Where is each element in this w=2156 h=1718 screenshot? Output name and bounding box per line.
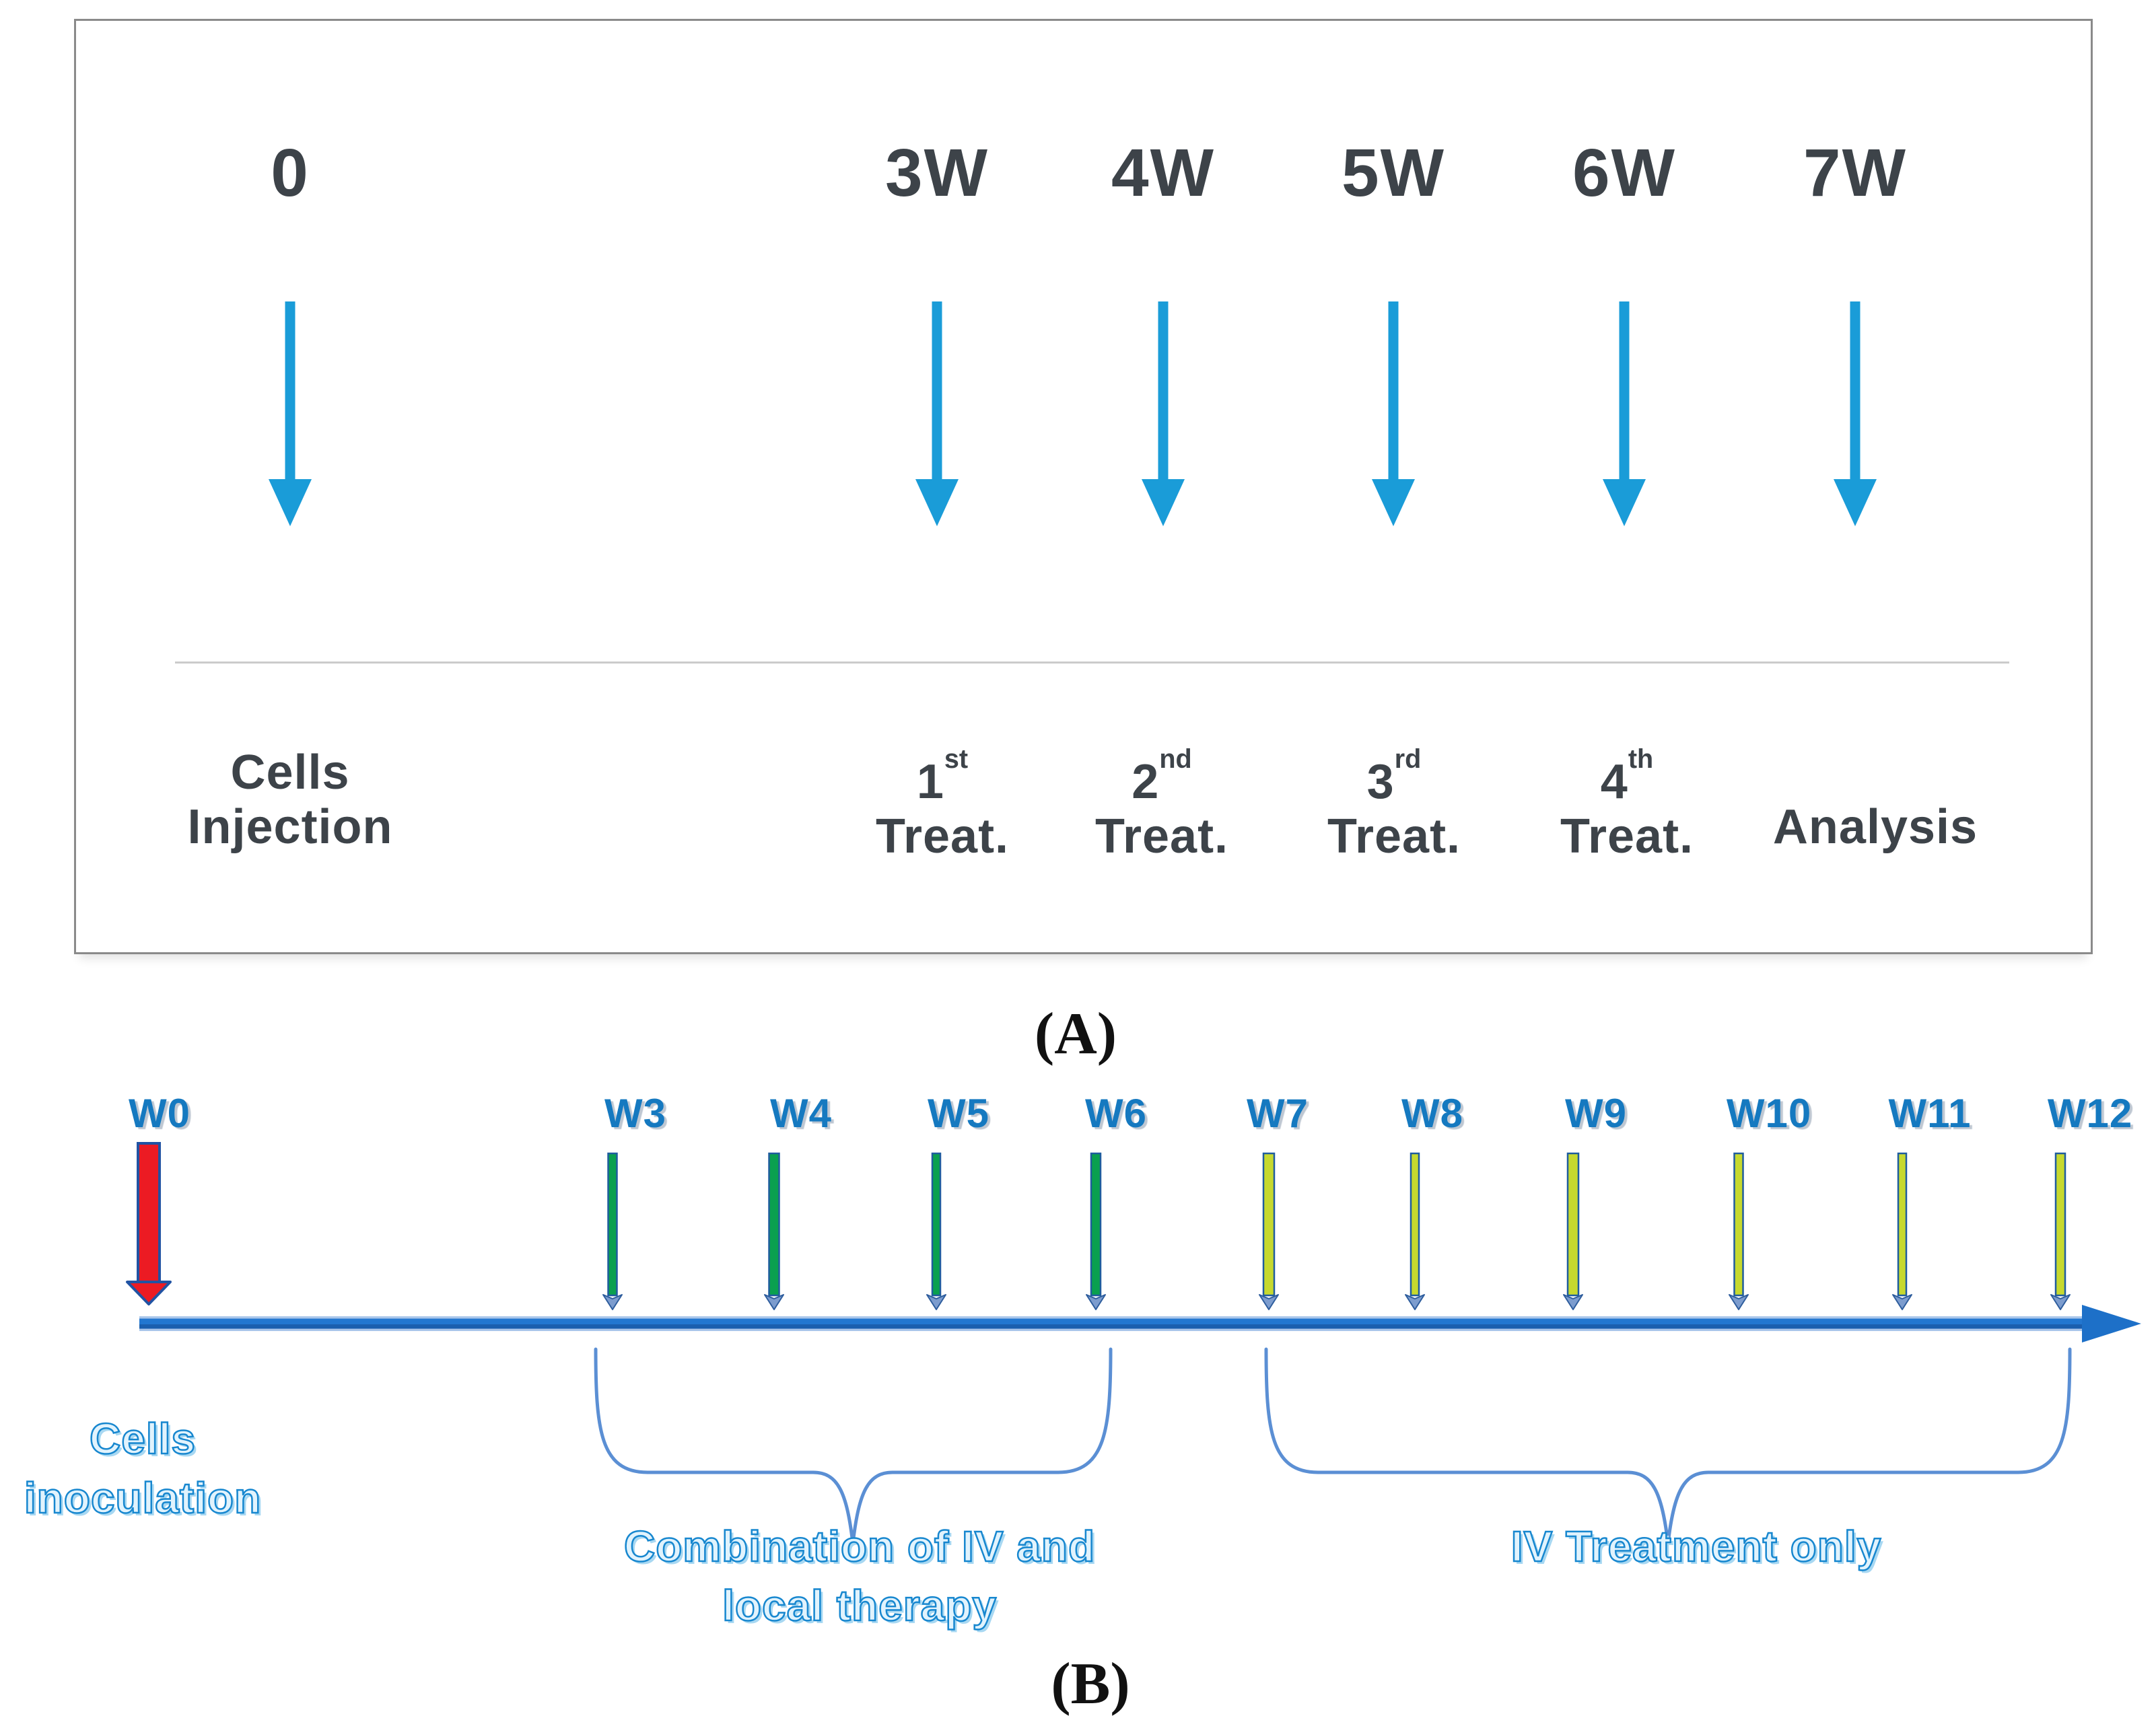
cells-inoculation-arrow-icon — [126, 1142, 172, 1305]
combination-treatment-arrow-icon — [1086, 1152, 1106, 1310]
panel-a-box — [74, 19, 2093, 954]
event-label-line1: 3rd — [1366, 744, 1422, 809]
event-label-line2: Treat. — [875, 810, 1010, 863]
combination-group-label: Combination of IV and local therapy — [623, 1517, 1096, 1635]
event-arrowhead-icon — [1372, 479, 1415, 526]
week-label-w4: W4 — [770, 1091, 832, 1136]
timepoint-label-3w: 3W — [885, 135, 989, 211]
iv-only-treatment-arrow-icon — [1259, 1152, 1279, 1310]
week-label-w10: W10 — [1726, 1091, 1812, 1136]
iv-only-treatment-arrow-icon — [1892, 1152, 1912, 1310]
event-arrow-icon — [1850, 301, 1861, 479]
combination-treatment-arrow-icon — [764, 1152, 784, 1310]
event-arrowhead-icon — [269, 479, 312, 526]
timepoint-label-7w: 7W — [1803, 135, 1907, 211]
combination-treatment-arrow-icon — [602, 1152, 623, 1310]
iv-only-treatment-arrow-icon — [1405, 1152, 1425, 1310]
event-label-line1 — [1773, 746, 1978, 800]
event-label-line2: Treat. — [1094, 810, 1229, 863]
iv-only-brace-icon — [1264, 1347, 2072, 1544]
week-label-w7: W7 — [1247, 1091, 1309, 1136]
combination-group-line2: local therapy — [722, 1581, 997, 1631]
event-arrow-icon — [285, 301, 295, 479]
event-label-line2: Treat. — [1327, 810, 1461, 863]
week-label-w12: W12 — [2047, 1091, 2133, 1136]
event-label-line2: Injection — [187, 800, 393, 854]
combination-treatment-arrow-icon — [926, 1152, 946, 1310]
event-arrow-icon — [1619, 301, 1630, 479]
cells-inoculation-line1: Cells — [89, 1414, 196, 1464]
week-label-w9: W9 — [1565, 1091, 1627, 1136]
timepoint-label-5w: 5W — [1342, 135, 1445, 211]
timepoint-label-6w: 6W — [1572, 135, 1676, 211]
event-arrow-icon — [1158, 301, 1169, 479]
panel-b-caption: (B) — [1051, 1651, 1130, 1717]
panel-a-divider-line — [175, 661, 2009, 664]
cells-inoculation-annotation: Cells inoculation — [24, 1409, 262, 1528]
iv-only-treatment-arrow-icon — [2050, 1152, 2071, 1310]
week-label-w5: W5 — [928, 1091, 989, 1136]
event-arrowhead-icon — [1834, 479, 1877, 526]
iv-only-treatment-arrow-icon — [1563, 1152, 1583, 1310]
week-label-w8: W8 — [1401, 1091, 1463, 1136]
week-label-w3: W3 — [604, 1091, 666, 1136]
week-label-w0: W0 — [129, 1091, 190, 1136]
week-label-w6: W6 — [1085, 1091, 1147, 1136]
combination-brace-icon — [594, 1347, 1113, 1544]
event-arrow-icon — [1388, 301, 1399, 479]
event-arrowhead-icon — [1142, 479, 1185, 526]
panel-a-caption: (A) — [1034, 1001, 1117, 1067]
iv-only-group-label: IV Treatment only — [1510, 1522, 1882, 1572]
event-label: Analysis — [1773, 746, 1978, 855]
event-label-line1: 2nd — [1132, 744, 1192, 809]
timepoint-label-0: 0 — [271, 135, 310, 211]
event-arrowhead-icon — [915, 479, 959, 526]
event-label-line2: Treat. — [1560, 810, 1694, 863]
event-label-line2: Analysis — [1772, 800, 1978, 854]
combination-group-line1: Combination of IV and — [623, 1522, 1096, 1572]
timepoint-label-4w: 4W — [1111, 135, 1215, 211]
timeline-arrowhead-icon — [2082, 1305, 2141, 1343]
event-label-line1: 1st — [916, 744, 969, 809]
iv-only-treatment-arrow-icon — [1729, 1152, 1749, 1310]
event-arrowhead-icon — [1603, 479, 1646, 526]
event-label-line1: 4th — [1600, 744, 1654, 809]
cells-inoculation-line2: inoculation — [24, 1473, 262, 1524]
event-arrow-icon — [932, 301, 942, 479]
event-label-line1: Cells — [230, 746, 350, 799]
week-label-w11: W11 — [1888, 1091, 1972, 1136]
timeline-bar — [139, 1316, 2083, 1331]
